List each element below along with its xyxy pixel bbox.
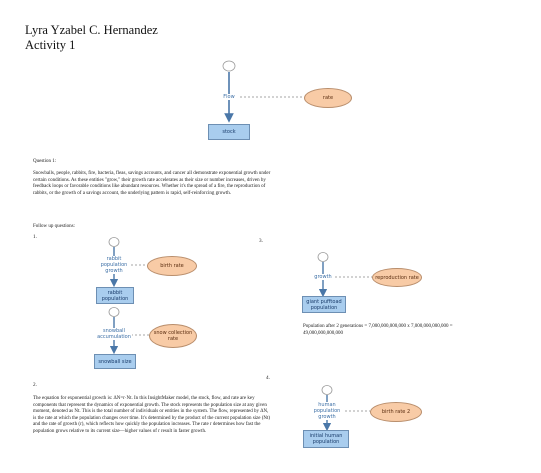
q2-paragraph: The equation for exponential growth is: … (33, 396, 271, 434)
q4-number: 4. (266, 375, 270, 381)
question-paragraph: Snowballs, people, rabbits, fire, bacter… (33, 171, 271, 196)
q3-result-text: Population after 2 generations = 7,000,0… (303, 324, 453, 336)
q3-pufftoad-stock: giant pufftoad population (302, 296, 346, 313)
q4-flow-label: human population growth (311, 402, 343, 420)
q3-reproduction-rate-converter: reproduction rate (372, 268, 422, 287)
snow-collection-rate-converter: snow collection rate (149, 324, 197, 348)
top-stock-box: stock (208, 124, 250, 140)
q2-number: 2. (33, 382, 37, 388)
snow-source-cloud-icon (108, 307, 120, 317)
snowball-size-stock: snowball size (94, 354, 136, 369)
question-heading: Question 1: (33, 159, 57, 164)
rabbit-population-stock: rabbit population (96, 287, 134, 304)
rabbit-flow-label: rabbit population growth (97, 256, 131, 274)
follow-up-heading: Follow up questions: (33, 224, 75, 229)
q4-birth-rate-converter: birth rate 2 (370, 402, 422, 422)
q3-source-cloud-icon (317, 252, 329, 262)
rabbit-birth-rate-converter: birth rate (147, 256, 197, 276)
q1-number: 1. (33, 234, 37, 240)
rabbit-source-cloud-icon (108, 237, 120, 247)
snow-flow-label: snowball accumulation (96, 328, 132, 340)
top-source-cloud-icon (222, 60, 236, 72)
q4-source-cloud-icon (321, 385, 333, 395)
author-name: Lyra Yzabel C. Hernandez (25, 23, 158, 37)
q3-number: 3. (259, 238, 263, 244)
top-rate-converter: rate (304, 88, 352, 108)
top-flow-label: Flow (219, 94, 239, 100)
activity-title: Activity 1 (25, 38, 76, 52)
q4-human-population-stock: initial human population (303, 430, 349, 448)
q3-flow-label: growth (311, 274, 335, 280)
